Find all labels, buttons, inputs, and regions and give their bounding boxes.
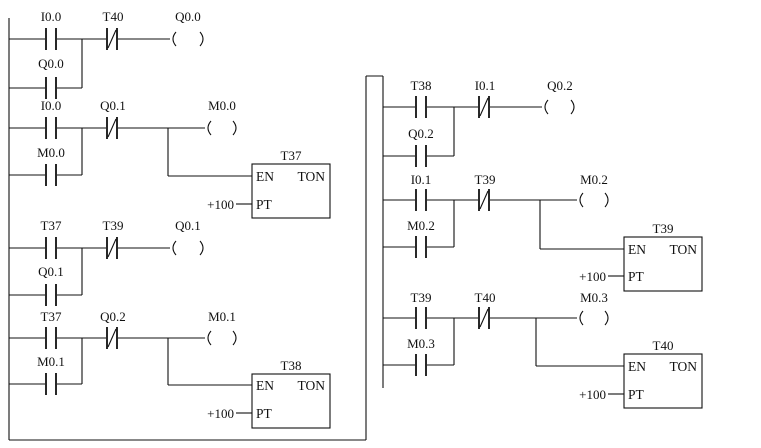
- timer-pt-label: PT: [628, 269, 645, 284]
- timer-ton-label: TON: [669, 359, 697, 374]
- coil-label: Q0.1: [175, 218, 201, 233]
- coil-label: Q0.2: [547, 78, 573, 93]
- contact-label: I0.0: [41, 98, 62, 113]
- timer-name: T39: [653, 221, 674, 236]
- timer-en-label: EN: [256, 378, 274, 393]
- contact-label: Q0.0: [38, 56, 64, 71]
- contact-label: T37: [41, 218, 62, 233]
- timer-name: T38: [281, 358, 302, 373]
- contact-label: Q0.2: [100, 309, 126, 324]
- timer-en-label: EN: [628, 359, 646, 374]
- timer-preset: +100: [579, 269, 606, 284]
- timer-pt-label: PT: [628, 387, 645, 402]
- rung-right-3: T39 T40 M0.3 M0.3 T40 EN TON PT +100: [383, 290, 703, 409]
- contact-label: M0.1: [37, 354, 65, 369]
- timer-preset: +100: [579, 387, 606, 402]
- coil-label: Q0.0: [175, 9, 201, 24]
- rung-left-2: I0.0 Q0.1 M0.0 M0.0 T37 EN TON PT +100: [9, 98, 331, 219]
- coil-label: M0.2: [580, 172, 608, 187]
- rung-right-2: I0.1 T39 M0.2 M0.2 T39 EN TON PT +100: [383, 172, 703, 292]
- contact-label: T39: [411, 290, 432, 305]
- contact-label: T39: [103, 218, 124, 233]
- rung-left-1: I0.0 T40 Q0.0 Q0.0: [9, 9, 204, 99]
- contact-label: M0.0: [37, 145, 65, 160]
- timer-ton-label: TON: [297, 169, 325, 184]
- contact-label: T40: [475, 290, 496, 305]
- contact-label: T37: [41, 309, 62, 324]
- timer-name: T37: [281, 148, 302, 163]
- contact-label: I0.0: [41, 9, 62, 24]
- rung-left-3: T37 T39 Q0.1 Q0.1: [9, 218, 204, 306]
- timer-ton-label: TON: [669, 242, 697, 257]
- timer-pt-label: PT: [256, 197, 273, 212]
- contact-label: T39: [475, 172, 496, 187]
- coil-label: M0.1: [208, 309, 236, 324]
- contact-label: I0.1: [475, 78, 496, 93]
- timer-ton-label: TON: [297, 378, 325, 393]
- timer-name: T40: [653, 338, 674, 353]
- rung-right-1: T38 I0.1 Q0.2 Q0.2: [383, 78, 575, 167]
- contact-label: T38: [411, 78, 432, 93]
- contact-label: M0.3: [407, 336, 435, 351]
- contact-label: M0.2: [407, 218, 435, 233]
- contact-label: T40: [103, 9, 124, 24]
- contact-label: Q0.1: [100, 98, 126, 113]
- timer-en-label: EN: [256, 169, 274, 184]
- contact-label: Q0.1: [38, 264, 64, 279]
- rung-left-4: T37 Q0.2 M0.1 M0.1 T38 EN TON PT +100: [9, 309, 331, 429]
- timer-en-label: EN: [628, 242, 646, 257]
- timer-pt-label: PT: [256, 406, 273, 421]
- coil-label: M0.0: [208, 98, 236, 113]
- contact-label: I0.1: [411, 172, 432, 187]
- timer-preset: +100: [207, 197, 234, 212]
- contact-label: Q0.2: [408, 126, 434, 141]
- timer-preset: +100: [207, 406, 234, 421]
- coil-label: M0.3: [580, 290, 608, 305]
